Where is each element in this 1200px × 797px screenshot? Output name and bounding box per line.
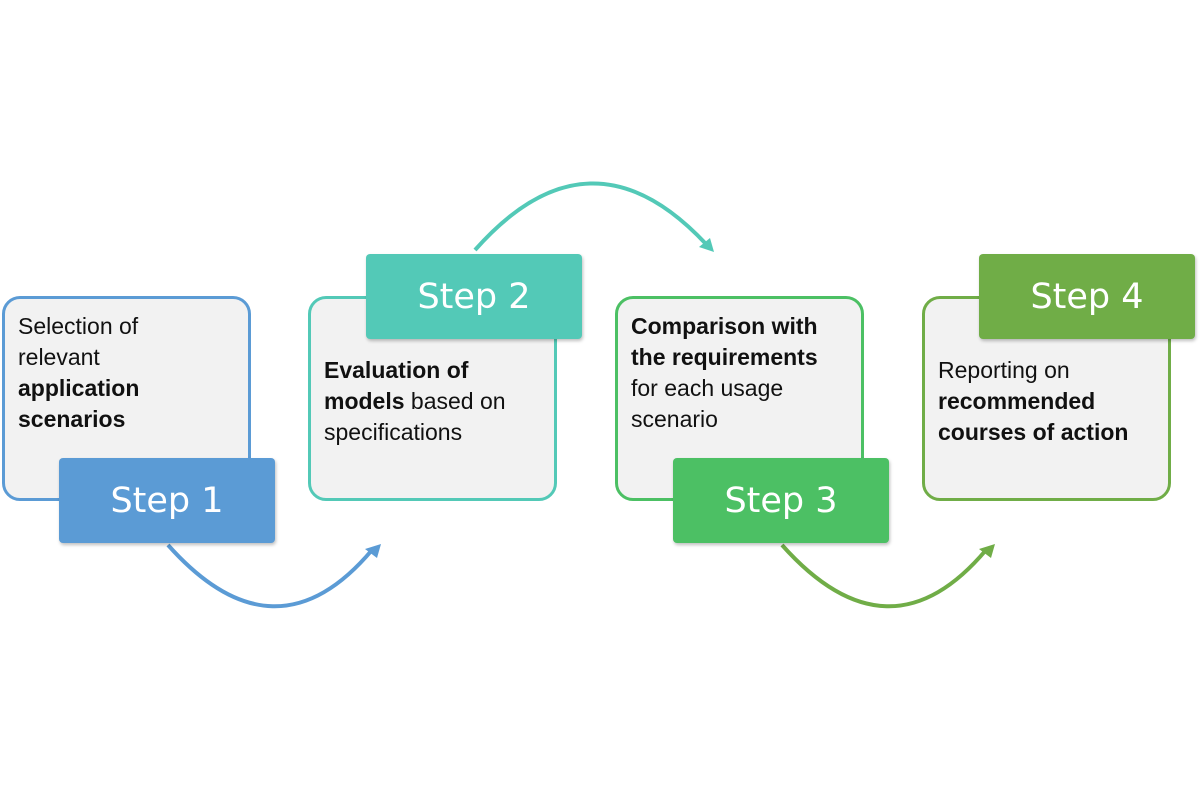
step-4-text-line-2: recommended (938, 388, 1096, 414)
step-1-text-line-1: Selection of (18, 313, 139, 339)
step-1-text-line-4: scenarios (18, 406, 126, 432)
arrowhead-step3 (979, 544, 995, 558)
step-2-text-based-on: based on (404, 388, 506, 414)
step-2-text-line-1: Evaluation of (324, 357, 469, 383)
step-3-text-line-4: scenario (631, 406, 718, 432)
step-2-label: Step 2 (366, 254, 582, 339)
arrowhead-step2 (699, 238, 714, 252)
arrowhead-step1 (365, 544, 381, 558)
step-3-text-line-1: Comparison with (631, 313, 818, 339)
step-1-text-line-2: relevant (18, 344, 100, 370)
step-1-label: Step 1 (59, 458, 275, 543)
arrow-step3-to-step4 (780, 543, 988, 609)
step-1-description: Selection of relevant application scenar… (18, 311, 243, 435)
step-4-text-line-1: Reporting on (938, 357, 1070, 383)
arrow-step1-to-step2 (166, 543, 374, 609)
step-3-label: Step 3 (673, 458, 889, 543)
step-4-description: Reporting on recommended courses of acti… (938, 355, 1168, 448)
arrow-step2-to-step3 (473, 181, 708, 252)
step-3-description: Comparison with the requirements for eac… (631, 311, 861, 435)
step-2-text-line-3: specifications (324, 419, 463, 445)
step-3-text-line-3: for each usage (631, 375, 784, 401)
step-2-description: Evaluation of models based on specificat… (324, 355, 549, 448)
step-2-text-bold-models: models (324, 388, 405, 414)
step-4-text-line-3: courses of action (938, 419, 1129, 445)
step-4-label: Step 4 (979, 254, 1195, 339)
step-1-text-line-3: application (18, 375, 140, 401)
step-3-text-line-2: the requirements (631, 344, 818, 370)
